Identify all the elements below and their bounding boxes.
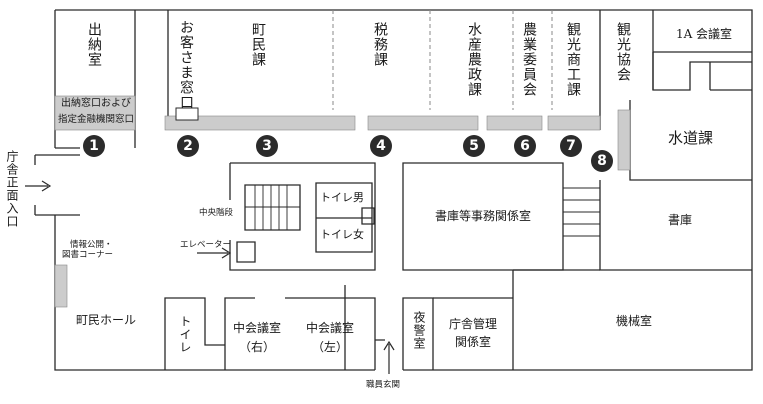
badge-8: 8 bbox=[591, 150, 613, 172]
suitou-counter bbox=[54, 95, 136, 131]
kikai-room bbox=[512, 269, 600, 370]
elevator-arrow bbox=[197, 247, 232, 259]
naka-kaigi-l-label-1: 中会議室 bbox=[305, 321, 354, 335]
naka-kaigi-rooms bbox=[224, 285, 385, 370]
suitou-label: 出納室 bbox=[86, 22, 102, 67]
badge-7: 7 bbox=[560, 135, 582, 157]
okyaku-window bbox=[175, 107, 199, 121]
suisan-label: 水産農政課 bbox=[466, 22, 482, 97]
kikai-label: 機械室 bbox=[616, 314, 653, 328]
shokuin-genkan-label: 職員玄関 bbox=[366, 380, 401, 390]
suido-walls bbox=[629, 62, 752, 181]
kyokai-counter bbox=[617, 109, 631, 171]
kaigi-1a-label: 1A 会議室 bbox=[675, 27, 733, 41]
chosha-kanri-label-1: 庁舎管理 bbox=[448, 317, 497, 331]
toilet-f-label: トイレ女 bbox=[320, 228, 364, 241]
east-stairs bbox=[563, 180, 601, 240]
toilet-m-label: トイレ男 bbox=[320, 191, 364, 204]
kanko-kyokai-label: 観光協会 bbox=[615, 22, 631, 82]
suido-label: 水道課 bbox=[668, 129, 714, 147]
nogyo-label: 農業委員会 bbox=[521, 22, 537, 97]
elevator-box bbox=[236, 241, 256, 263]
shoko2-label: 書庫 bbox=[668, 213, 693, 227]
badge-6: 6 bbox=[514, 135, 536, 157]
zeimu-counter bbox=[367, 115, 479, 131]
shoko-label: 書庫等事務関係室 bbox=[434, 209, 531, 223]
chomin-hall-label: 町民ホール bbox=[76, 313, 137, 327]
stair-inner bbox=[244, 184, 301, 231]
entrance-doors bbox=[34, 154, 80, 216]
suisan-counter bbox=[486, 115, 543, 131]
naka-kaigi-r-label-1: 中会議室 bbox=[232, 321, 281, 335]
badge-2: 2 bbox=[177, 135, 199, 157]
joho-shelf bbox=[54, 264, 68, 308]
zeimu-label: 税務課 bbox=[372, 22, 388, 67]
toilet-label: トイレ bbox=[178, 315, 192, 354]
badge-4: 4 bbox=[370, 135, 392, 157]
badge-5: 5 bbox=[463, 135, 485, 157]
stair-block bbox=[229, 162, 376, 271]
joho-label-2: 図書コーナー bbox=[62, 250, 114, 260]
naka-kaigi-l-label-2: （左） bbox=[311, 340, 348, 354]
naka-kaigi-r-label-2: （右） bbox=[238, 340, 275, 354]
toilet-room bbox=[164, 297, 225, 370]
joho-label-1: 情報公開・ bbox=[70, 240, 113, 250]
kanko-shoko-label: 観光商工課 bbox=[565, 22, 581, 97]
suitou-window-label-2: 指定金融機関窓口 bbox=[57, 114, 134, 125]
badge-3: 3 bbox=[256, 135, 278, 157]
yakei-label: 夜警室 bbox=[412, 311, 426, 350]
kanko-counter bbox=[547, 115, 601, 131]
suitou-window-label-1: 出納窓口および bbox=[61, 98, 131, 109]
chosha-kanri-label-2: 関係室 bbox=[454, 335, 491, 349]
badge-1: 1 bbox=[83, 135, 105, 157]
elevator-label: エレベーター bbox=[180, 240, 232, 250]
yakei-room bbox=[402, 297, 434, 370]
chomin-counter bbox=[164, 115, 356, 131]
kaigi-1a-walls bbox=[652, 51, 752, 91]
stair-steps bbox=[245, 185, 300, 230]
entrance-arrow bbox=[25, 180, 52, 192]
entrance-label: 庁舎正面入口 bbox=[5, 150, 19, 228]
outer-wall bbox=[55, 9, 753, 371]
chomin-label: 町民課 bbox=[250, 22, 266, 67]
chuo-kaidan-label: 中央階段 bbox=[199, 208, 234, 218]
okyaku-label: お客さま窓口 bbox=[178, 20, 194, 110]
staff-entrance-arrow bbox=[383, 340, 395, 374]
toilet-block bbox=[315, 182, 375, 253]
